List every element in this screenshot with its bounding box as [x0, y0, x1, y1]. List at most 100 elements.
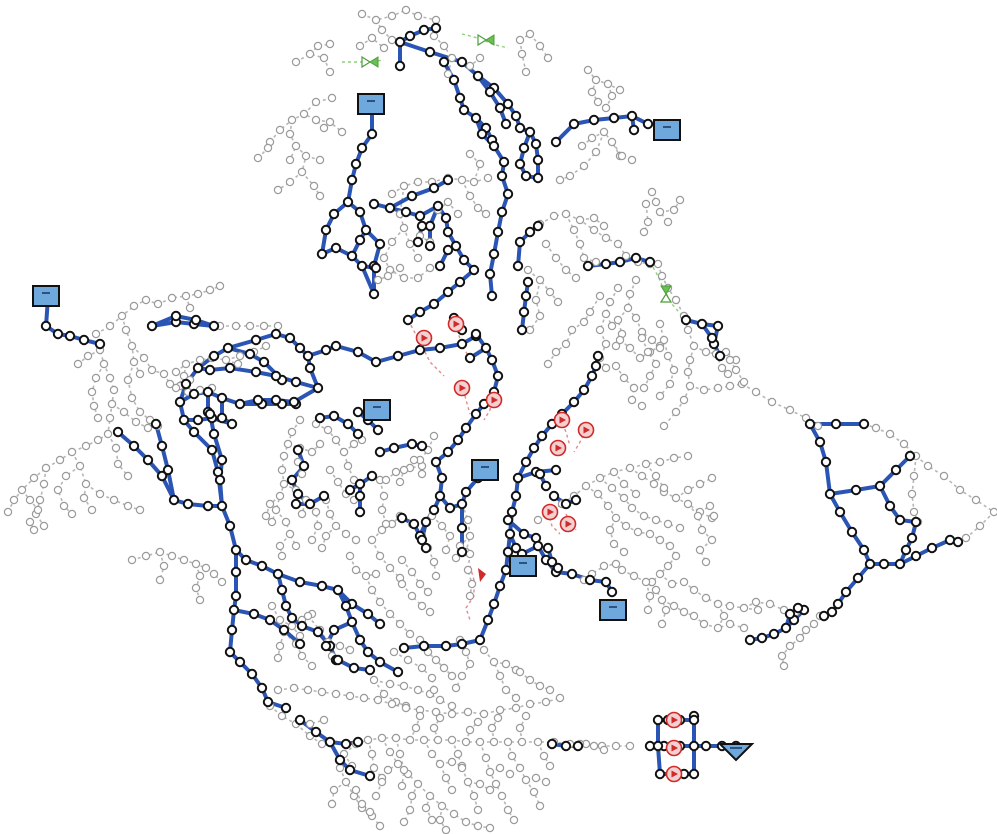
- secondary-junction: [391, 733, 401, 743]
- pump-link: [483, 395, 493, 421]
- main-junction: [354, 206, 366, 218]
- secondary-junction: [307, 661, 317, 671]
- main-junction: [706, 332, 718, 344]
- tank-icon-body: [653, 119, 681, 141]
- secondary-junction: [617, 151, 627, 161]
- secondary-junction: [357, 799, 367, 809]
- main-junction: [190, 314, 202, 326]
- main-junction: [342, 196, 354, 208]
- secondary-junction: [685, 381, 695, 391]
- secondary-junction: [463, 777, 473, 787]
- secondary-junction: [605, 525, 615, 535]
- main-junction: [234, 656, 246, 668]
- main-junction: [384, 202, 396, 214]
- secondary-junction: [461, 737, 471, 747]
- pump-icon: [453, 379, 471, 397]
- secondary-junction: [625, 463, 635, 473]
- secondary-junction: [205, 285, 215, 295]
- secondary-junction: [305, 719, 315, 729]
- secondary-junction: [323, 425, 333, 435]
- secondary-pipe: [373, 679, 407, 707]
- main-junction: [294, 342, 306, 354]
- secondary-junction: [451, 553, 461, 563]
- secondary-junction: [463, 565, 473, 575]
- secondary-junction: [159, 369, 169, 379]
- tank-icon: [653, 119, 681, 141]
- secondary-junction: [713, 383, 723, 393]
- secondary-junction: [259, 321, 269, 331]
- main-junction: [328, 410, 340, 422]
- secondary-junction: [299, 109, 309, 119]
- secondary-junction: [683, 499, 693, 509]
- main-junction: [532, 172, 544, 184]
- main-junction: [292, 444, 304, 456]
- secondary-junction: [397, 579, 407, 589]
- secondary-junction: [683, 451, 693, 461]
- main-junction: [584, 574, 596, 586]
- secondary-junction: [83, 351, 93, 361]
- secondary-junction: [701, 593, 711, 603]
- secondary-junction: [579, 253, 589, 263]
- secondary-junction: [429, 723, 439, 733]
- secondary-junction: [655, 319, 665, 329]
- secondary-junction: [637, 471, 647, 481]
- secondary-junction: [475, 737, 485, 747]
- secondary-junction: [467, 579, 477, 589]
- secondary-junction: [591, 257, 601, 267]
- main-junction: [224, 520, 236, 532]
- main-junction: [528, 442, 540, 454]
- secondary-junction: [595, 291, 605, 301]
- main-junction: [374, 656, 386, 668]
- secondary-junction: [481, 209, 491, 219]
- main-junction: [320, 344, 332, 356]
- main-junction: [188, 426, 200, 438]
- main-junction: [346, 250, 358, 262]
- main-junction: [878, 558, 890, 570]
- main-junction: [476, 128, 488, 140]
- secondary-junction: [689, 585, 699, 595]
- secondary-junction: [305, 49, 315, 59]
- main-junction: [352, 406, 364, 418]
- main-junction: [272, 568, 284, 580]
- main-junction: [344, 484, 356, 496]
- main-pipe: [154, 422, 176, 502]
- pump-icon-arrow: [453, 320, 460, 328]
- secondary-junction: [713, 599, 723, 609]
- main-junction: [352, 346, 364, 358]
- secondary-junction: [647, 335, 657, 345]
- secondary-junction: [717, 363, 727, 373]
- tank-icon-body: [357, 93, 385, 115]
- secondary-junction: [319, 123, 329, 133]
- secondary-junction: [129, 301, 139, 311]
- secondary-junction: [195, 355, 205, 365]
- main-junction: [224, 646, 236, 658]
- main-junction: [534, 468, 546, 480]
- main-pipe: [318, 413, 360, 436]
- secondary-junction: [663, 519, 673, 529]
- secondary-junction: [295, 415, 305, 425]
- secondary-pipe: [325, 499, 357, 541]
- secondary-junction: [379, 253, 389, 263]
- secondary-junction: [341, 777, 351, 787]
- main-junction: [784, 608, 796, 620]
- secondary-junction: [531, 773, 541, 783]
- secondary-junction: [765, 599, 775, 609]
- secondary-junction: [29, 525, 39, 535]
- pump-link: [407, 319, 445, 377]
- secondary-junction: [441, 825, 451, 834]
- secondary-junction: [387, 11, 397, 21]
- secondary-junction: [485, 767, 495, 777]
- main-junction: [548, 490, 560, 502]
- secondary-junction: [325, 509, 335, 519]
- secondary-junction: [291, 57, 301, 67]
- pump-link: [573, 429, 587, 453]
- secondary-junction: [369, 675, 379, 685]
- tank-icon: [599, 599, 627, 621]
- secondary-pipe: [519, 32, 549, 59]
- main-junction: [318, 490, 330, 502]
- secondary-junction: [287, 115, 297, 125]
- main-junction: [532, 220, 544, 232]
- secondary-junction: [427, 673, 437, 683]
- secondary-junction: [423, 587, 433, 597]
- secondary-junction: [631, 489, 641, 499]
